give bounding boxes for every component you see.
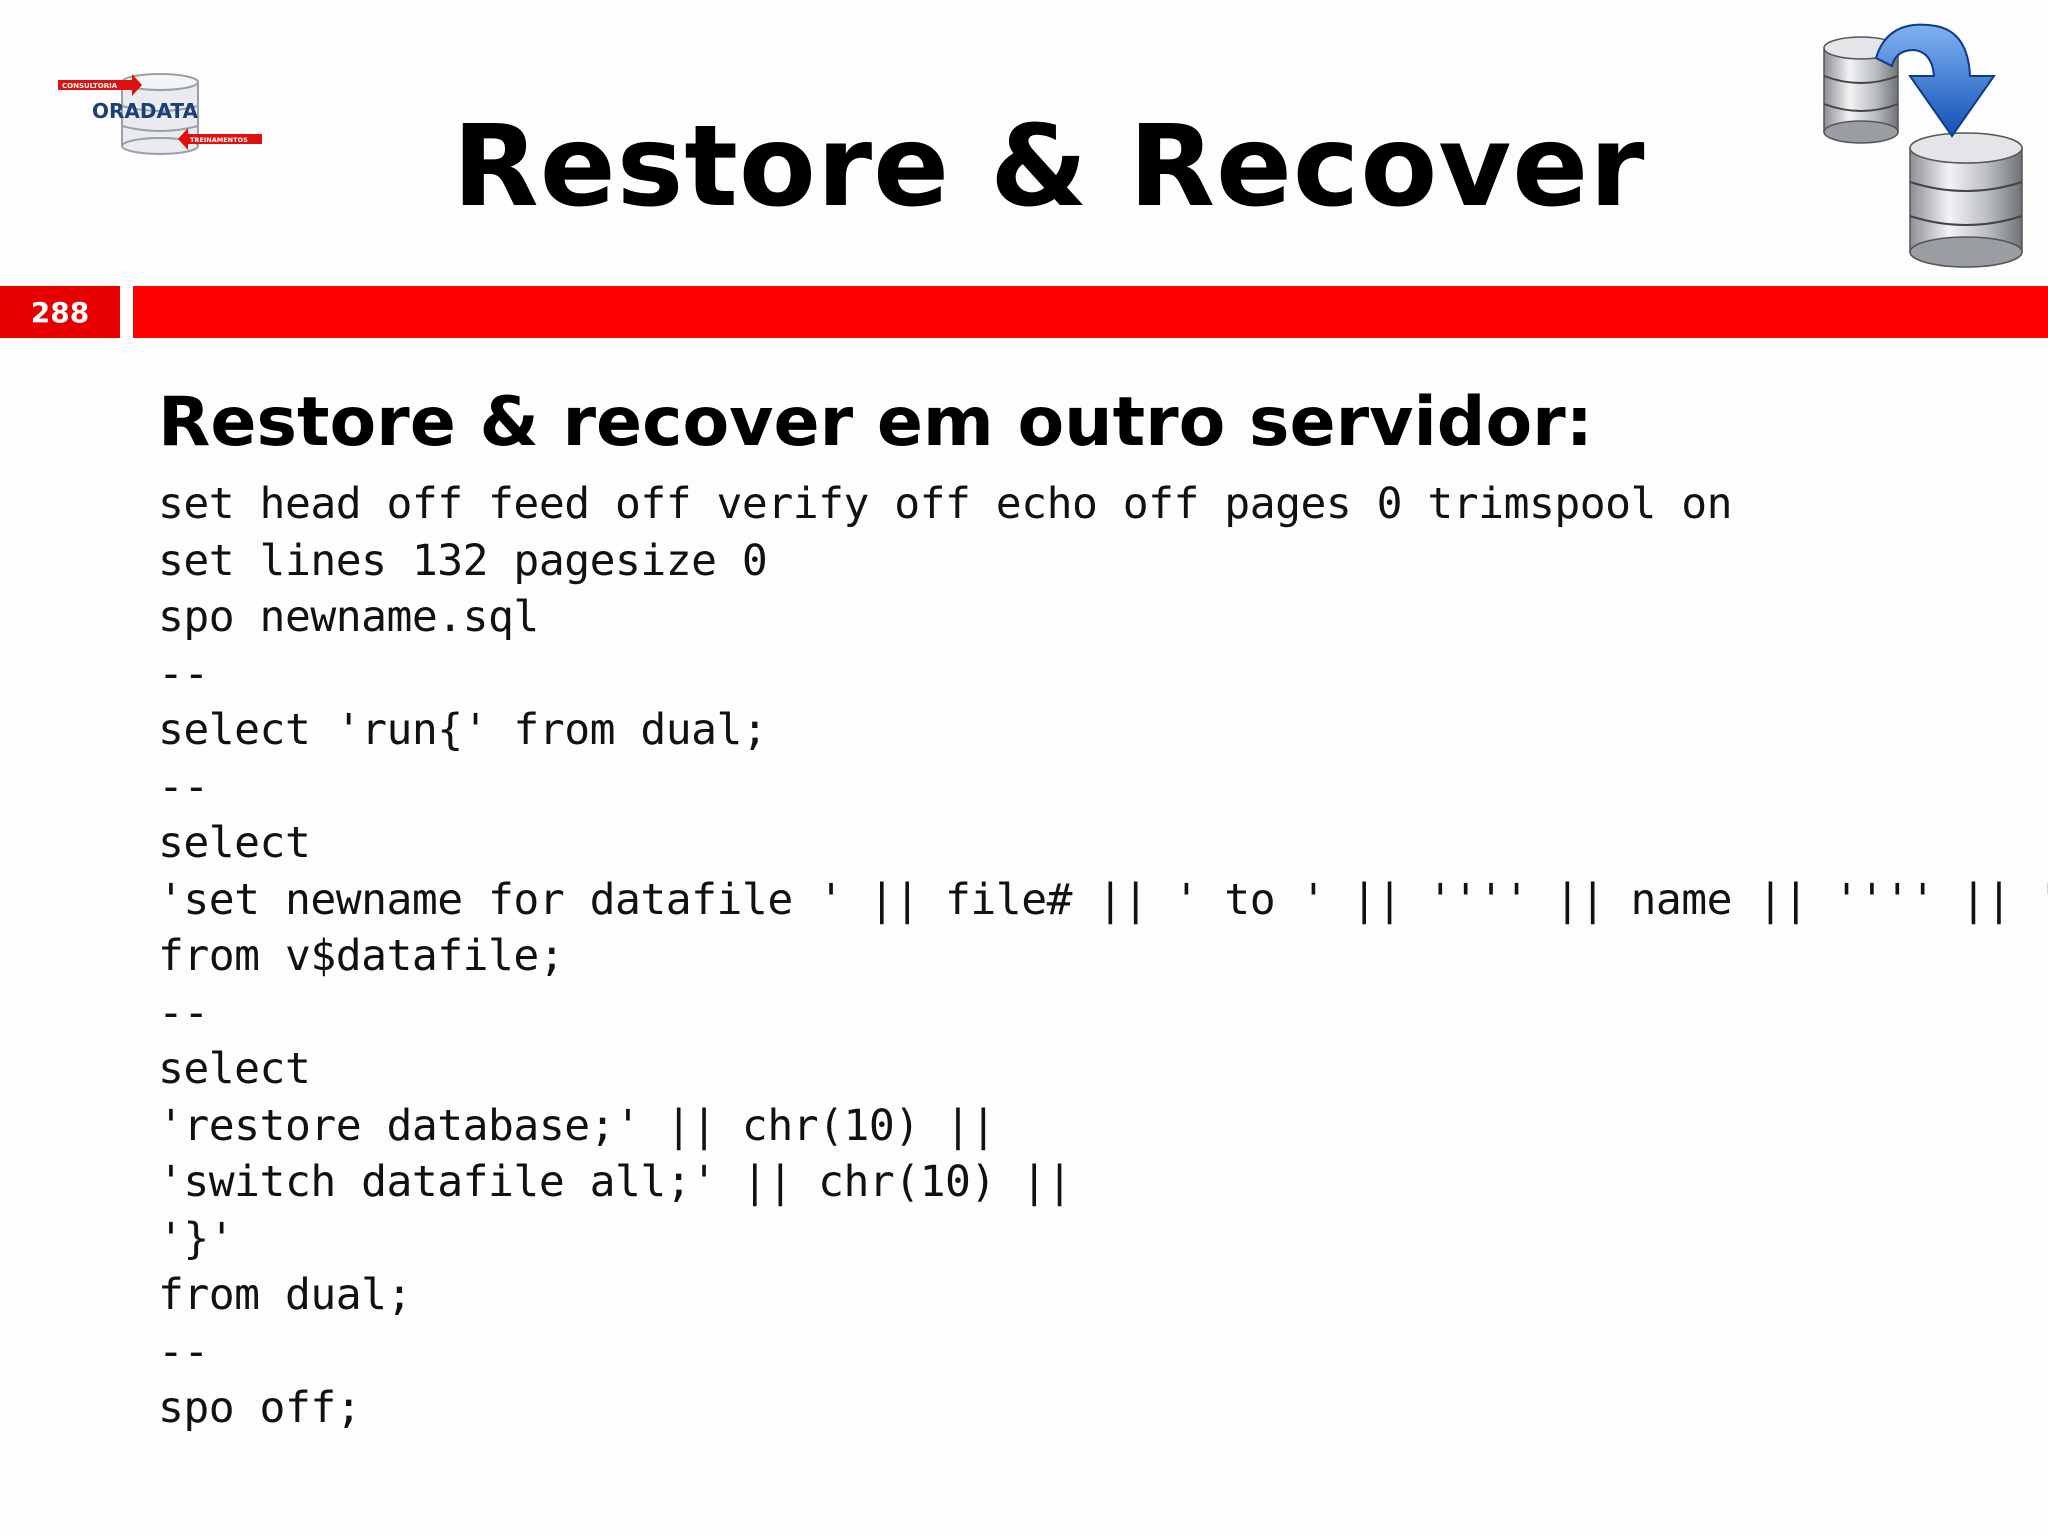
slide-number: 288 [0,286,120,338]
code-line: '}' [158,1213,235,1264]
slide-subtitle: Restore & recover em outro servidor: [158,383,1593,462]
code-line: -- [158,648,209,699]
code-line: set lines 132 pagesize 0 [158,535,768,586]
code-line: select [158,818,311,868]
code-line: spo newname.sql [158,592,539,642]
logo-tag-top: CONSULTORIA [62,82,118,90]
code-line: -- [158,987,209,1038]
code-line: 'set newname for datafile ' || file# || … [158,874,2048,925]
code-line: select [158,1044,311,1094]
code-line: select 'run{' from dual; [158,705,768,755]
code-line: -- [158,761,209,812]
oradata-logo: CONSULTORIA ORADATA TREINAMENTOS [56,70,264,162]
code-line: 'restore database;' || chr(10) || [158,1100,996,1151]
header-divider-bar [133,286,2048,338]
code-line: from v$datafile; [158,931,565,981]
database-restore-icon [1818,18,2028,268]
logo-tag-bottom: TREINAMENTOS [190,136,248,144]
code-line: spo off; [158,1383,362,1433]
code-line: set head off feed off verify off echo of… [158,479,1733,529]
code-line: from dual; [158,1270,412,1320]
slide-title: Restore & Recover [452,102,1646,232]
code-line: -- [158,1326,209,1377]
logo-brand: ORADATA [92,99,198,123]
code-line: 'switch datafile all;' || chr(10) || [158,1157,1072,1207]
code-block: set head off feed off verify off echo of… [158,476,2048,1437]
